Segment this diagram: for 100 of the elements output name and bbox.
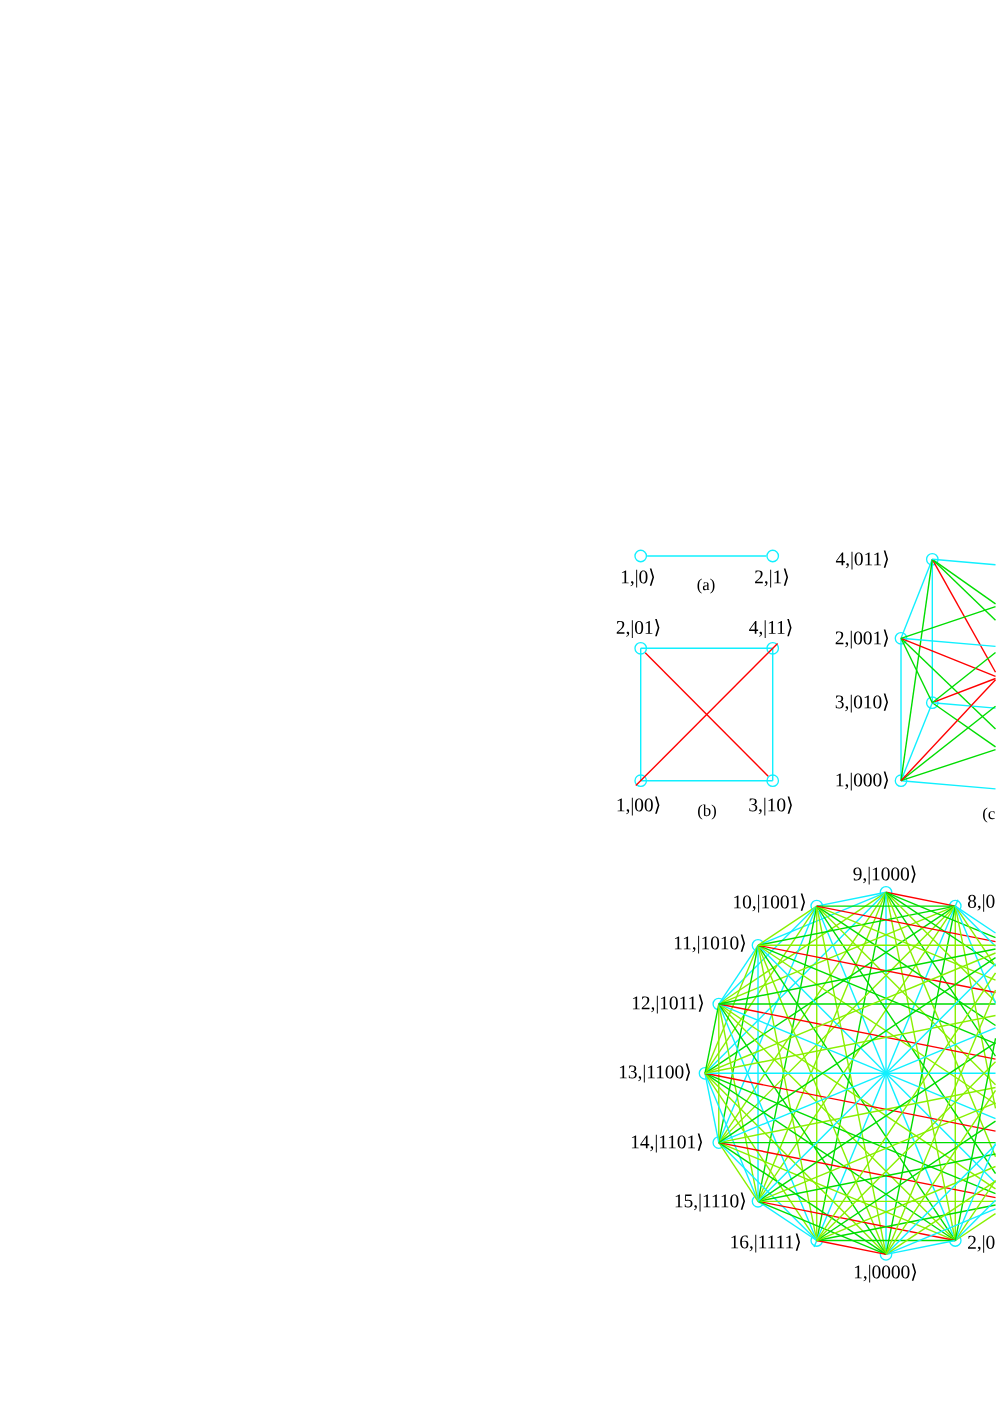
edge-line [757,944,887,1255]
edge-line [704,1072,996,1195]
edge-line [885,891,996,1003]
vertex-label: 1,|0000⟩ [854,1263,917,1283]
edge-line [900,606,996,639]
edge-line [757,905,956,1202]
edge-line [757,1153,996,1202]
vertex-label: 8,|0 [967,894,995,912]
vertex-label: 2,|1⟩ [755,568,789,588]
edge-line [704,1072,996,1132]
edge-line [816,905,956,907]
edge-line [885,891,996,967]
edge-line [718,1003,996,1120]
edge-line [640,647,642,782]
edge-line [772,647,774,782]
panel-label: (a) [697,578,715,594]
vertex-label: 3,|010⟩ [835,693,888,713]
edge-line [900,637,996,730]
edge-line [757,944,759,1202]
edge-line [816,972,996,1242]
vertex-label: 4,|011⟩ [835,550,888,570]
edge-line [931,558,996,566]
edge-line [816,1061,996,1242]
panel-label: (c [983,807,995,823]
vertex-label: 3,|10⟩ [749,796,792,816]
edge-line [718,1003,996,1190]
edge-line [885,1144,996,1255]
vertex-label: 11,|1010⟩ [674,934,745,954]
edge-line [816,1239,887,1255]
edge-line [757,1200,818,1242]
edge-line [704,1072,720,1144]
edge-line [900,637,996,678]
edge-line [931,558,996,673]
edge-line [900,637,996,648]
edge-line [704,905,818,1074]
edge-line [704,905,956,1074]
edge-line [900,780,996,790]
vertex-label: 4,|11⟩ [749,619,792,638]
vertex-label: 2,|0 [968,1235,995,1253]
edge-line [718,1141,759,1202]
edge-line [900,558,933,782]
edge-line [718,1003,996,1005]
edge-line [718,956,996,1144]
edge-line [757,1102,996,1202]
edge-line [816,905,996,943]
edge-line [954,905,996,967]
edge-line [885,989,996,1255]
edge-line [704,1072,759,1202]
edge-line [954,1212,996,1242]
vertex-label: 14,|1101⟩ [631,1133,702,1153]
edge-line [816,905,996,981]
edge-line [718,1003,887,1255]
edge-line [816,1120,996,1242]
edge-line [704,1014,996,1074]
edge-line [954,1142,996,1242]
vertex-label: 1,|0⟩ [621,568,655,588]
edge-line [640,780,774,782]
edge-line [954,905,996,934]
edge-line [900,637,933,704]
edge-line [644,652,769,777]
vertex-label: 10,|1001⟩ [734,893,805,913]
edge-line [718,905,956,1005]
edge-line [816,905,996,1175]
edge-line [885,891,996,939]
vertex-label: 12,|1011⟩ [632,994,703,1014]
vertex-label: 15,|1110⟩ [675,1192,745,1212]
edge-line [931,558,996,622]
edge-line [900,637,902,782]
edge-line [757,944,996,1105]
edge-line [900,748,996,782]
vertex-label: 1,|000⟩ [836,771,888,791]
vertex-label: 1,|00⟩ [617,796,660,816]
edge-line [757,944,996,1045]
edge-line [718,1141,996,1199]
edge-line [900,679,996,782]
vertex-label: 16,|1111⟩ [731,1233,800,1253]
edge-line [816,1165,996,1242]
edge-line [640,647,774,649]
edge-line [718,1003,818,1242]
edge-line [718,948,996,1005]
vertex-label: 2,|01⟩ [616,619,660,638]
edge-line [931,702,996,709]
edge-line [816,1204,996,1242]
edge-line [900,558,933,639]
edge-line [718,905,818,1005]
edge-line [757,944,996,994]
edge-line [954,905,996,948]
edge-line [704,952,996,1074]
edge-line [718,1027,996,1144]
edge-line [635,642,779,787]
edge-line [757,944,996,947]
edge-line [885,891,996,1158]
edge-line [931,702,996,748]
edge-line [704,1072,887,1255]
edge-line [816,905,996,1027]
edge-line [885,1208,996,1255]
edge-line [718,1141,887,1255]
edge-line [931,651,996,704]
edge-line [954,1037,996,1242]
edge-line [954,1179,996,1242]
